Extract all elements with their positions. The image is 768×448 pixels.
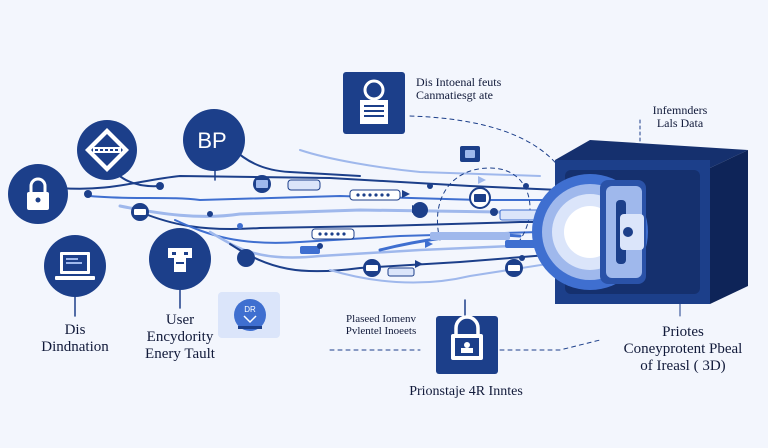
circuit-path	[139, 211, 566, 231]
label-right-bottom-line1: Priotes	[662, 324, 704, 340]
label-top-right-line1: Infemnders	[652, 103, 708, 117]
node-dot	[207, 211, 213, 217]
node-dot	[317, 243, 323, 249]
circuit-path	[59, 174, 561, 191]
label-center-left-line1: User	[165, 312, 195, 328]
node-dot	[84, 190, 92, 198]
node-dot	[237, 223, 243, 229]
label-top-right-line2: Lals Data	[656, 116, 704, 131]
chip-icon	[460, 146, 480, 162]
node-dots	[84, 175, 551, 277]
label-top-center: Dis Intoenal feuts Canmatiesgt ate	[416, 75, 502, 103]
circuit-path	[174, 219, 566, 244]
circuit-path	[118, 204, 567, 218]
data-packet	[430, 232, 510, 240]
label-left-bottom-line1: Dis	[64, 322, 86, 338]
padlock-square-icon	[436, 315, 498, 374]
node-dot	[519, 255, 525, 261]
label-right-bottom-line2: Coneyprotent Pbeal	[623, 340, 743, 357]
label-top-right: Infemnders Lals Data	[630, 103, 730, 131]
bp-icon: BP	[183, 109, 245, 171]
label-center-left-line2: Encydority	[146, 328, 214, 345]
dashed-guide	[499, 339, 601, 351]
laptop-icon	[44, 235, 106, 297]
label-left-bottom: Dis Dindnation	[20, 322, 130, 356]
document-frame-icon	[343, 72, 405, 134]
node-dot	[156, 182, 164, 190]
circuit-path	[329, 261, 561, 284]
node-dot	[427, 183, 433, 189]
label-center-line1: Plaseed Iomenv	[346, 313, 416, 325]
node-dot	[237, 249, 255, 267]
label-top-center-line2: Canmatiesgt ate	[416, 88, 493, 103]
label-center: Plaseed Iomenv Pvlentel Inoeets	[326, 313, 436, 338]
circuit-path	[299, 149, 541, 177]
dot-chain	[318, 232, 346, 236]
label-center-left: User Encydority Enery Tault	[120, 312, 240, 362]
circuit-path	[208, 230, 562, 259]
data-packet	[287, 179, 321, 191]
node-dot	[490, 208, 498, 216]
flow-arrow	[425, 240, 433, 248]
label-right-bottom: Priotes Coneyprotent Pbeal of Ireasl ( 3…	[608, 324, 758, 374]
lock-icon	[8, 164, 68, 224]
flow-arrow	[478, 176, 486, 184]
small-data-badge-icon: DR	[218, 292, 280, 338]
flow-arrow	[402, 190, 410, 198]
dashed-guide	[409, 115, 561, 169]
label-bottom-center: Prionstaje 4R Inntes	[386, 384, 546, 400]
label-top-center-line1: Dis Intoenal feuts	[416, 75, 502, 89]
data-packet	[300, 246, 320, 254]
usb-stick-icon	[149, 228, 211, 290]
small-badge-text: DR	[244, 305, 256, 314]
node-dot	[523, 183, 529, 189]
dot-chain	[356, 193, 390, 197]
data-packet	[387, 267, 415, 277]
label-center-left-line3: Enery Tault	[145, 345, 215, 362]
bp-icon-text: BP	[197, 128, 226, 153]
flow-arrow	[415, 260, 423, 268]
label-center-line2: Pvlentel Inoeets	[345, 325, 417, 338]
label-right-bottom-line3: of Ireasl ( 3D)	[640, 357, 726, 374]
diamond-tag-icon	[77, 120, 137, 180]
label-bottom-center-line1: Prionstaje 4R Inntes	[409, 384, 523, 399]
circuit-path	[89, 194, 561, 202]
label-left-bottom-line2: Dindnation	[41, 338, 109, 355]
vault-icon	[532, 140, 748, 304]
node-dot	[412, 202, 428, 218]
